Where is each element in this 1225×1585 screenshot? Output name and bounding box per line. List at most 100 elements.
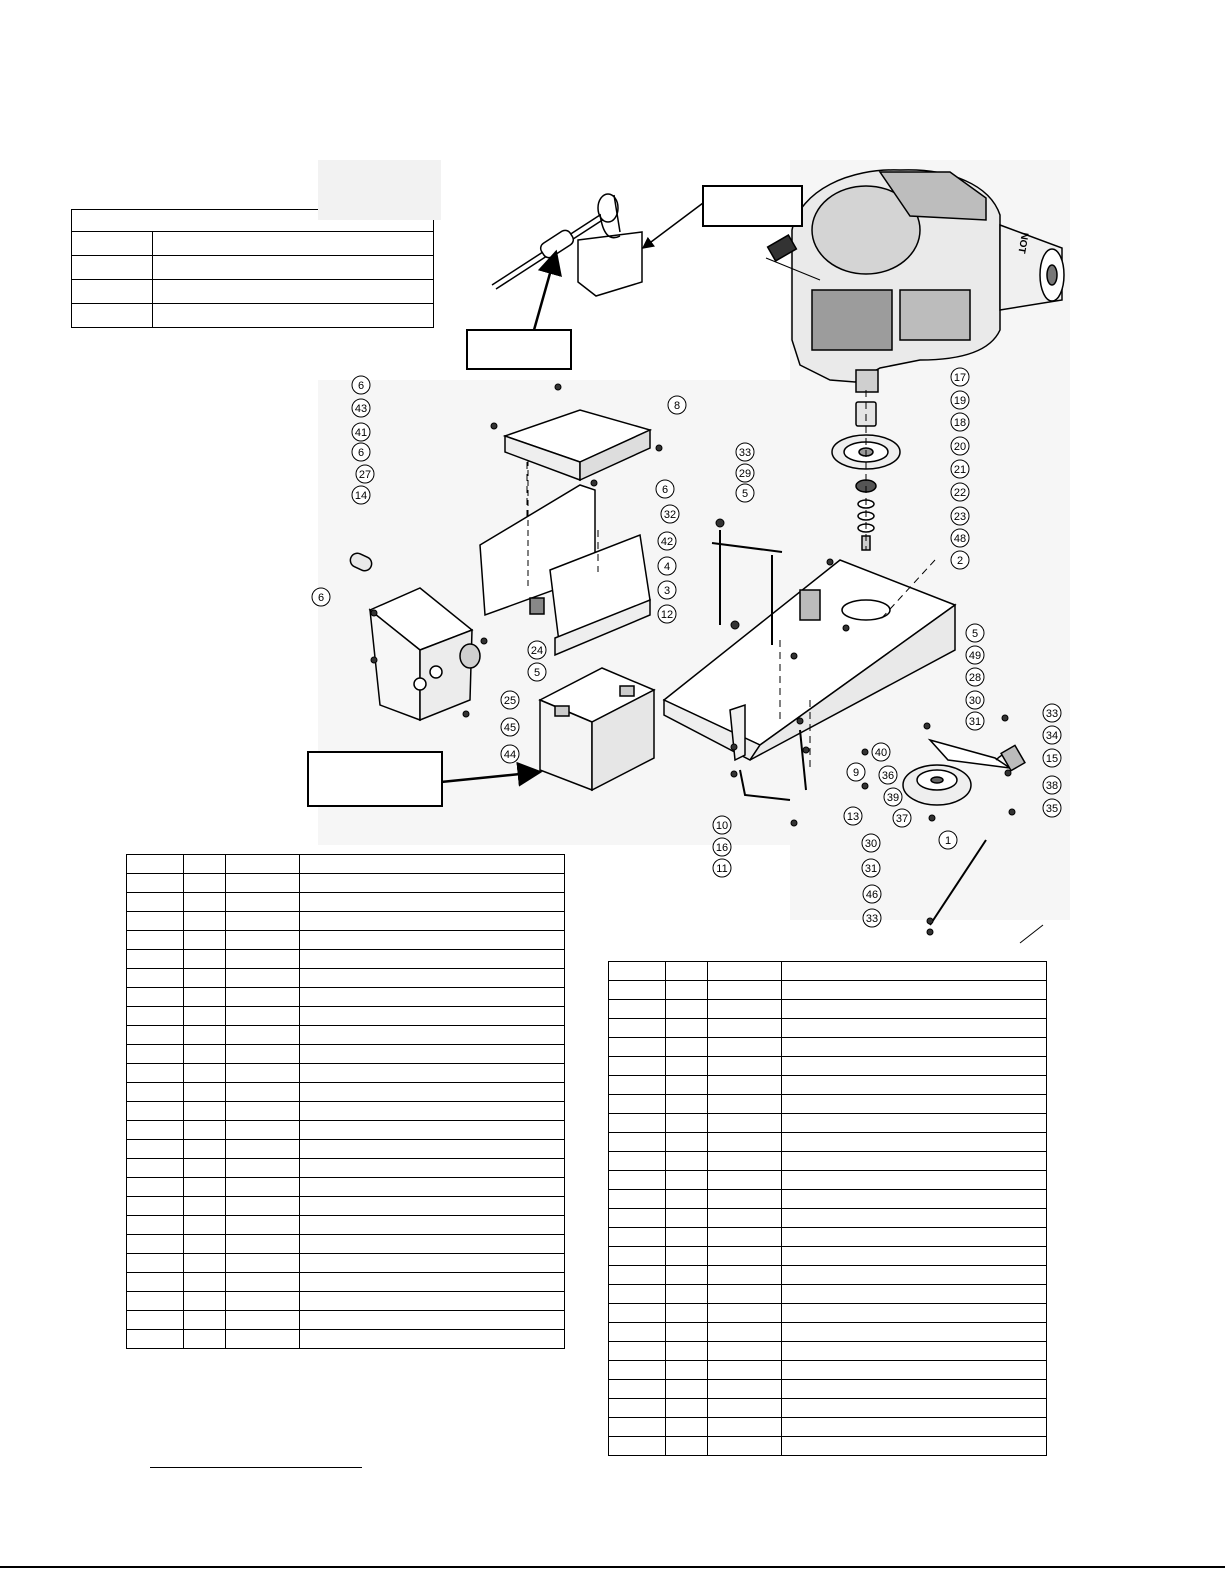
small-table-cell bbox=[71, 231, 153, 256]
part-number-label: 30 bbox=[865, 838, 877, 850]
battery-callout-line bbox=[440, 761, 543, 787]
part-number-label: 29 bbox=[739, 468, 751, 480]
part-number-bubble bbox=[861, 858, 881, 878]
part-number-label: 4 bbox=[664, 561, 670, 573]
engine-rotated-label: NOT bbox=[1015, 231, 1029, 254]
part-number-label: 42 bbox=[661, 536, 673, 548]
part-number-label: 31 bbox=[969, 716, 981, 728]
part-number-label: 32 bbox=[664, 509, 676, 521]
part-number-label: 49 bbox=[969, 650, 981, 662]
part-number-bubble bbox=[965, 623, 985, 643]
part-number-label: 5 bbox=[972, 628, 978, 640]
part-number-bubble bbox=[351, 422, 371, 442]
part-number-bubble bbox=[950, 367, 970, 387]
table-row bbox=[126, 1063, 565, 1083]
part-number-label: 24 bbox=[531, 645, 543, 657]
part-number-label: 40 bbox=[875, 747, 887, 759]
table-row bbox=[126, 1177, 565, 1197]
part-number-label: 23 bbox=[954, 511, 966, 523]
part-number-label: 30 bbox=[969, 695, 981, 707]
part-number-bubble bbox=[965, 667, 985, 687]
table-row bbox=[126, 892, 565, 912]
table-row bbox=[608, 1170, 1047, 1190]
part-number-bubble bbox=[965, 711, 985, 731]
part-number-bubble bbox=[500, 717, 520, 737]
table-row bbox=[126, 949, 565, 969]
part-number-bubble bbox=[965, 690, 985, 710]
table-row bbox=[608, 1436, 1047, 1456]
part-number-label: 46 bbox=[866, 889, 878, 901]
table-row bbox=[126, 1196, 565, 1216]
part-number-bubble bbox=[657, 580, 677, 600]
fasteners bbox=[370, 383, 1016, 936]
part-number-label: 21 bbox=[954, 464, 966, 476]
part-number-label: 5 bbox=[534, 667, 540, 679]
part-number-label: 6 bbox=[318, 592, 324, 604]
part-number-bubble bbox=[655, 479, 675, 499]
part-number-label: 39 bbox=[887, 792, 899, 804]
part-number-label: 25 bbox=[504, 695, 516, 707]
part-number-bubble bbox=[735, 463, 755, 483]
part-number-label: 10 bbox=[716, 820, 728, 832]
part-number-label: 16 bbox=[716, 842, 728, 854]
table-row bbox=[608, 1189, 1047, 1209]
part-number-label: 33 bbox=[739, 447, 751, 459]
signature-line bbox=[150, 1467, 362, 1468]
battery-callout-box bbox=[307, 751, 443, 807]
part-number-bubble bbox=[1042, 775, 1062, 795]
part-number-bubble bbox=[871, 742, 891, 762]
table-row bbox=[126, 1329, 565, 1349]
table-row bbox=[608, 1094, 1047, 1114]
engine-illustration bbox=[766, 169, 1065, 393]
left-parts-table bbox=[126, 854, 565, 1349]
part-number-label: 13 bbox=[847, 811, 859, 823]
part-number-bubble bbox=[950, 459, 970, 479]
part-number-bubble bbox=[660, 504, 680, 524]
part-number-bubble bbox=[500, 690, 520, 710]
part-number-bubble bbox=[1042, 748, 1062, 768]
part-number-bubble bbox=[878, 765, 898, 785]
small-table-cell bbox=[152, 303, 434, 328]
table-row bbox=[608, 1208, 1047, 1228]
table-row bbox=[608, 1398, 1047, 1418]
part-number-label: 12 bbox=[661, 609, 673, 621]
right-parts-table bbox=[608, 961, 1047, 1456]
part-number-bubble bbox=[500, 744, 520, 764]
part-number-bubble bbox=[862, 884, 882, 904]
part-number-bubble bbox=[351, 485, 371, 505]
part-number-bubble bbox=[950, 506, 970, 526]
part-number-label: 17 bbox=[954, 372, 966, 384]
part-number-bubble bbox=[892, 808, 912, 828]
part-number-label: 43 bbox=[355, 403, 367, 415]
battery-illustration bbox=[538, 667, 656, 792]
part-number-bubble bbox=[351, 375, 371, 395]
small-table-cell bbox=[152, 279, 434, 304]
part-number-label: 20 bbox=[954, 441, 966, 453]
part-number-label: 14 bbox=[355, 490, 367, 502]
part-number-bubble bbox=[883, 787, 903, 807]
fuel-callout-box bbox=[466, 329, 572, 370]
idler-pulley bbox=[902, 738, 1026, 806]
part-number-label: 2 bbox=[957, 555, 963, 567]
part-number-bubble bbox=[667, 395, 687, 415]
small-table-cell bbox=[152, 231, 434, 256]
part-number-label: 31 bbox=[865, 863, 877, 875]
part-number-label: 36 bbox=[882, 770, 894, 782]
part-number-label: 6 bbox=[662, 484, 668, 496]
part-number-bubble bbox=[1042, 703, 1062, 723]
corner-tick bbox=[1019, 924, 1044, 944]
assembly-lines bbox=[526, 390, 936, 770]
table-cell bbox=[781, 1436, 1047, 1456]
part-number-label: 9 bbox=[853, 767, 859, 779]
part-number-bubble bbox=[965, 645, 985, 665]
part-number-bubble bbox=[311, 587, 331, 607]
part-number-bubble bbox=[861, 833, 881, 853]
table-row bbox=[126, 1082, 565, 1102]
part-number-label: 27 bbox=[359, 469, 371, 481]
part-number-label: 38 bbox=[1046, 780, 1058, 792]
part-number-label: 6 bbox=[358, 447, 364, 459]
table-row bbox=[608, 1284, 1047, 1304]
part-number-label: 33 bbox=[1046, 708, 1058, 720]
part-number-label: 5 bbox=[742, 488, 748, 500]
